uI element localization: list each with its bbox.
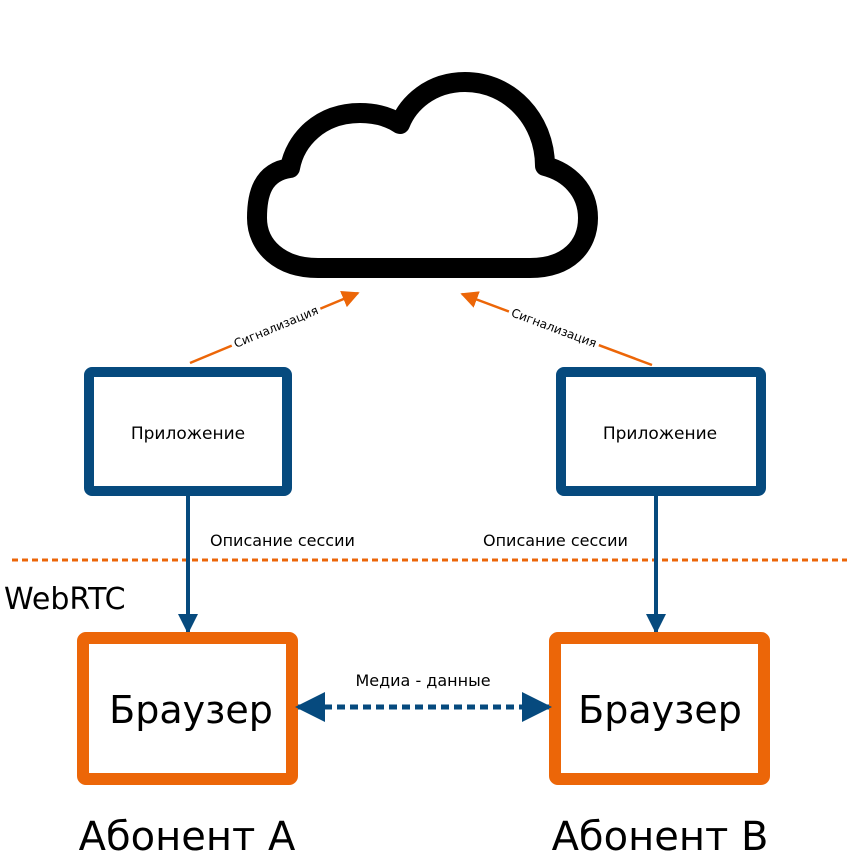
cloud-icon [247,72,598,278]
signal-label-right: Сигнализация [509,306,598,351]
browser-box-left: Браузер [77,632,298,785]
browser-box-right: Браузер [549,632,770,785]
app-label-left: Приложение [131,424,245,444]
session-label-left: Описание сессии [210,531,355,550]
app-box-right: Приложение [556,367,766,496]
app-label-right: Приложение [603,424,717,444]
signal-label-right-bg [506,304,602,352]
browser-label-left: Браузер [109,688,273,732]
app-box-left: Приложение [84,367,292,496]
subscriber-label-right: Абонент B [552,814,769,860]
signal-label-left: Сигнализация [232,303,321,351]
browser-label-right: Браузер [578,688,742,732]
session-label-right: Описание сессии [483,531,628,550]
signal-label-left-bg [228,302,324,352]
media-label: Медиа - данные [355,671,490,690]
subscriber-label-left: Абонент A [79,814,296,860]
webrtc-label: WebRTC [4,582,126,617]
